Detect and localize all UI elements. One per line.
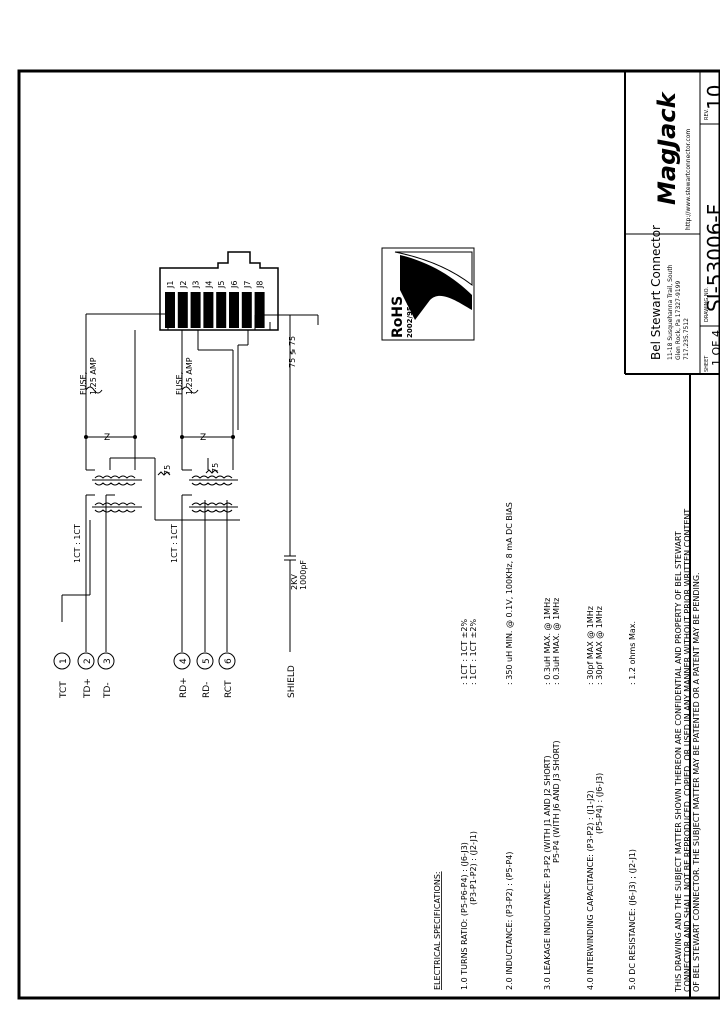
pin-number-6: 6 <box>224 658 234 664</box>
jack-label-j3: J3 <box>192 281 201 289</box>
pin-number-1: 1 <box>59 658 69 664</box>
pin-label-4: RD+ <box>179 677 189 698</box>
rj45-housing <box>159 251 279 331</box>
jack-label-j5: J5 <box>217 281 226 289</box>
fuse-top-2: 1.25 AMP <box>89 357 98 395</box>
jack-contact-j2 <box>177 292 188 328</box>
rev-label: REV. <box>704 109 710 120</box>
fuse-bottom-2: 1.25 AMP <box>185 357 194 395</box>
fuse-bottom-1: FUSE, <box>175 372 184 395</box>
pin-label-2: TD+ <box>83 678 93 699</box>
r75-top: 75 <box>163 465 172 475</box>
rohs-box <box>381 247 475 341</box>
drawing-no-label: DRAWING NO. <box>704 287 710 322</box>
pin-circle-4 <box>173 652 191 670</box>
jack-label-j6: J6 <box>230 281 239 289</box>
pin-label-5: RD- <box>202 682 212 698</box>
resistor-top <box>157 471 171 476</box>
svg-text:Z: Z <box>104 433 110 443</box>
confidential-notice: THIS DRAWING AND THE SUBJECT MATTER SHOW… <box>674 509 701 993</box>
svg-text:Z: Z <box>200 433 206 443</box>
jack-label-j8: J8 <box>256 281 265 289</box>
jack-contact-j3 <box>190 292 201 328</box>
spec-1-value: : 1CT : 1CT ±2% <box>460 619 469 685</box>
transformer-top: Z <box>61 313 169 652</box>
spec-5-value: : 1.2 ohms Max. <box>628 621 637 685</box>
jack-contact-j5 <box>216 292 227 328</box>
notice-line-2: CONNECTOR AND SHALL NOT BE REPRODUCED, C… <box>683 509 692 992</box>
transformer-bottom: Z <box>154 314 319 652</box>
spec-1-value2: : 1CT : 1CT ±2% <box>469 619 478 685</box>
spec-heading: ELECTRICAL SPECIFICATIONS: <box>433 871 442 990</box>
rohs-title: RoHS <box>390 296 406 338</box>
spec-4-label2: (P5-P4) : (J6-J3) <box>595 773 604 834</box>
spec-2-label: 2.0 INDUCTANCE: (P3-P2) : (P5-P4) <box>505 851 514 990</box>
jack-contact-j1 <box>165 292 175 328</box>
spec-3-label2: P5-P4 (WITH J6 AND J3 SHORT) <box>552 740 561 863</box>
company-phone: 717.235.7512 <box>683 318 690 360</box>
resistor-bottom <box>205 469 219 474</box>
jack-contact-j8 <box>254 292 265 328</box>
ratio-top: 1CT : 1CT <box>73 524 82 563</box>
spec-2-value: : 350 uH MIN. @ 0.1V, 100KHz, 8 mA DC BI… <box>505 502 514 685</box>
pin-label-1: TCT <box>59 681 69 699</box>
rohs-swoosh <box>394 251 473 287</box>
pin-circle-3 <box>97 652 115 670</box>
spec-3-label: 3.0 LEAKAGE INDUCTANCE: P3-P2 (WITH J1 A… <box>543 755 552 990</box>
rohs-directive: 2002/95/EC <box>406 294 414 338</box>
jack-label-j4: J4 <box>204 281 213 289</box>
pin-number-5: 5 <box>202 658 212 664</box>
rohs-checkmark <box>400 255 472 320</box>
pin-circle-1 <box>53 652 71 670</box>
cap-voltage: 2KV <box>290 574 299 590</box>
spec-3-value2: : 0.3uH MAX. @ 1MHz <box>552 598 561 685</box>
jack-label-j1: J1 <box>166 281 175 289</box>
pin-label-6: RCT <box>224 680 234 698</box>
pin-number-2: 2 <box>83 658 93 664</box>
drawing-no-value: SI-53006-F <box>703 204 720 312</box>
jack-contact-j4 <box>203 292 214 328</box>
jack-contact-j6 <box>229 292 239 328</box>
pin-number-4: 4 <box>179 658 189 664</box>
spec-4-value2: : 30pf MAX @ 1MHz <box>595 606 604 685</box>
pin-number-3: 3 <box>103 658 113 664</box>
jack-label-j2: J2 <box>179 281 188 289</box>
pin-circle-2 <box>77 652 95 670</box>
notice-line-1: THIS DRAWING AND THE SUBJECT MATTER SHOW… <box>674 531 683 993</box>
spec-4-value: : 30pf MAX @ 1MHz <box>586 606 595 685</box>
fuse-top-1: FUSE, <box>79 372 88 395</box>
spec-4-label: 4.0 INTERWINDING CAPACITANCE: (P3-P2) : … <box>586 790 595 990</box>
spec-5-label: 5.0 DC RESISTANCE: (J6-J3) ; (J2-J1) <box>628 849 637 990</box>
spec-block: ELECTRICAL SPECIFICATIONS: 1.0 TURNS RAT… <box>433 502 637 990</box>
spec-1-label2: (P3-P1-P2) : (J2-J1) <box>469 831 478 905</box>
sheet-label: SHEET <box>704 355 710 372</box>
jack-contact-j7 <box>241 292 252 328</box>
r75-pair: 75 ≶ 75 <box>288 336 297 368</box>
pin-circle-5 <box>196 652 214 670</box>
company-url: http://www.stewartconnector.com <box>685 129 692 230</box>
pin-circle-6 <box>218 652 236 670</box>
magjack-logo: MagJack <box>653 90 681 205</box>
pin-label-3: TD- <box>103 682 113 699</box>
company-address2: Glen Rock, Pa 17327-9199 <box>675 280 682 360</box>
shield-label: SHIELD <box>287 665 297 698</box>
spec-3-value: : 0.3uH MAX. @ 1MHz <box>543 598 552 685</box>
ratio-bottom: 1CT : 1CT <box>170 524 179 563</box>
spec-1-label: 1.0 TURNS RATIO: (P5-P6-P4) : (J6-J3) <box>460 842 469 990</box>
company-name: Bel Stewart Connector <box>649 225 663 360</box>
cap-value: 1000pF <box>299 560 308 590</box>
sheet-value: 1 OF 4 <box>710 330 720 366</box>
jack-label-j7: J7 <box>243 281 252 289</box>
drawing-border <box>17 69 720 1000</box>
notice-line-3: OF BEL STEWART CONNECTOR. THE SUBJECT MA… <box>692 572 701 992</box>
rev-value: 10 <box>703 85 720 110</box>
company-address1: 11-18 Susquehanna Trail, South <box>667 264 674 360</box>
r75-bottom: 75 <box>211 463 220 473</box>
